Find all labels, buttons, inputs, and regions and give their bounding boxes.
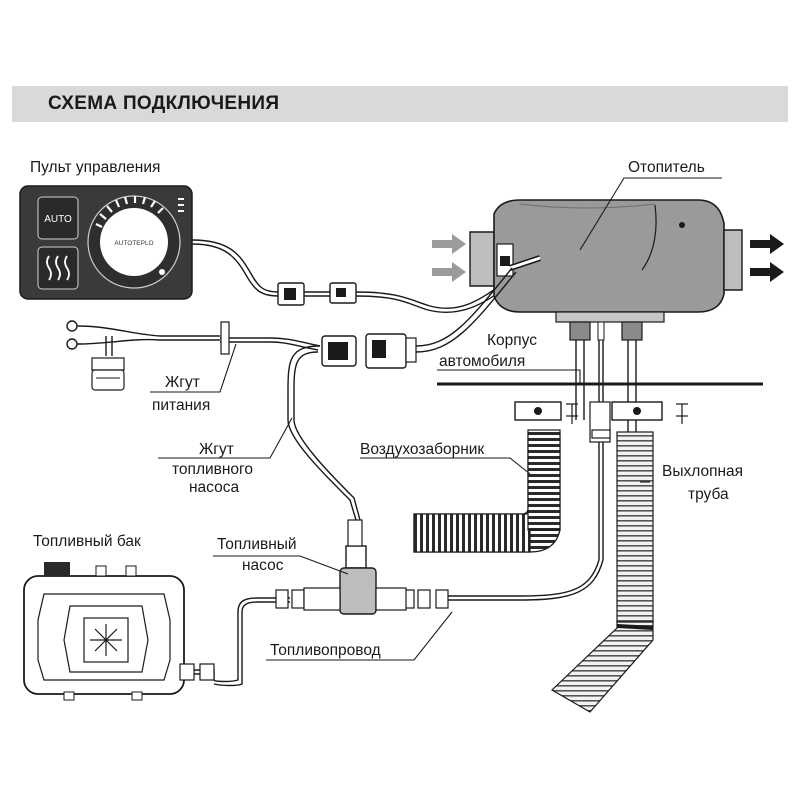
label-control-panel: Пульт управления <box>30 159 161 176</box>
heater-exhaust-port <box>621 321 643 341</box>
label-heater: Отопитель <box>628 159 705 176</box>
label-power-harness-1: Жгут <box>165 374 200 391</box>
air-in-arrow-icon <box>432 234 466 282</box>
label-fuel-line: Топливопровод <box>270 642 381 659</box>
control-panel-brand: AUTOTEPLO <box>114 240 153 247</box>
heater-mount-plate <box>555 311 665 323</box>
heater-plug-pin <box>500 256 510 266</box>
fuel-tank <box>23 562 185 701</box>
auto-button <box>37 196 79 240</box>
control-cable-connector <box>277 282 357 306</box>
label-car-body-2: автомобиля <box>439 353 526 370</box>
page-title: СХЕМА ПОДКЛЮЧЕНИЯ <box>48 93 280 114</box>
heater-cable-gland-inner <box>509 256 541 270</box>
label-fuel-tank: Топливный бак <box>33 533 141 550</box>
exhaust-pipe <box>551 431 654 713</box>
snowflake-icon <box>90 624 122 656</box>
heater-seam-2 <box>641 204 657 271</box>
label-pump-harness-2: топливного <box>172 461 253 478</box>
label-exhaust-2: труба <box>688 486 729 503</box>
power-relay <box>91 357 125 391</box>
dial-indicator-dot <box>159 269 165 275</box>
fuel-pump <box>303 519 407 615</box>
control-dial <box>100 208 168 276</box>
fuel-line <box>184 559 604 687</box>
label-pump-harness-1: Жгут <box>199 441 234 458</box>
label-pump-harness-3: насоса <box>189 479 240 496</box>
panel-led-icons <box>178 198 184 212</box>
heater <box>469 199 743 341</box>
fuel-cap <box>44 562 70 576</box>
power-harness <box>66 320 321 356</box>
auto-button-label: AUTO <box>44 214 72 225</box>
heat-waves-icon <box>46 255 70 281</box>
heater-screw <box>679 222 685 228</box>
label-fuel-pump-1: Топливный <box>217 536 297 553</box>
harness-to-heater <box>287 267 517 521</box>
heater-seam <box>519 203 656 209</box>
label-exhaust-1: Выхлопная <box>662 463 744 480</box>
dial-scale-icon <box>95 196 164 228</box>
label-car-body-1: Корпус <box>487 332 537 349</box>
air-intake-hose <box>413 429 561 553</box>
heater-body <box>493 199 725 313</box>
heater-outlet <box>723 229 743 291</box>
label-air-intake: Воздухозаборник <box>360 441 485 458</box>
label-fuel-pump-2: насос <box>242 557 284 574</box>
air-out-arrow-icon <box>750 234 784 282</box>
heater-fuel-port <box>597 321 605 341</box>
harness-connectors <box>321 333 417 369</box>
control-cable <box>191 239 509 314</box>
leader-lines <box>150 177 722 661</box>
heater-air-port <box>569 321 591 341</box>
title-bar <box>12 86 788 122</box>
heater-inlet <box>469 231 495 287</box>
label-power-harness-2: питания <box>152 397 211 414</box>
fuse-holder <box>220 321 230 355</box>
control-panel: AUTO AUTOTEPLO <box>19 185 193 300</box>
